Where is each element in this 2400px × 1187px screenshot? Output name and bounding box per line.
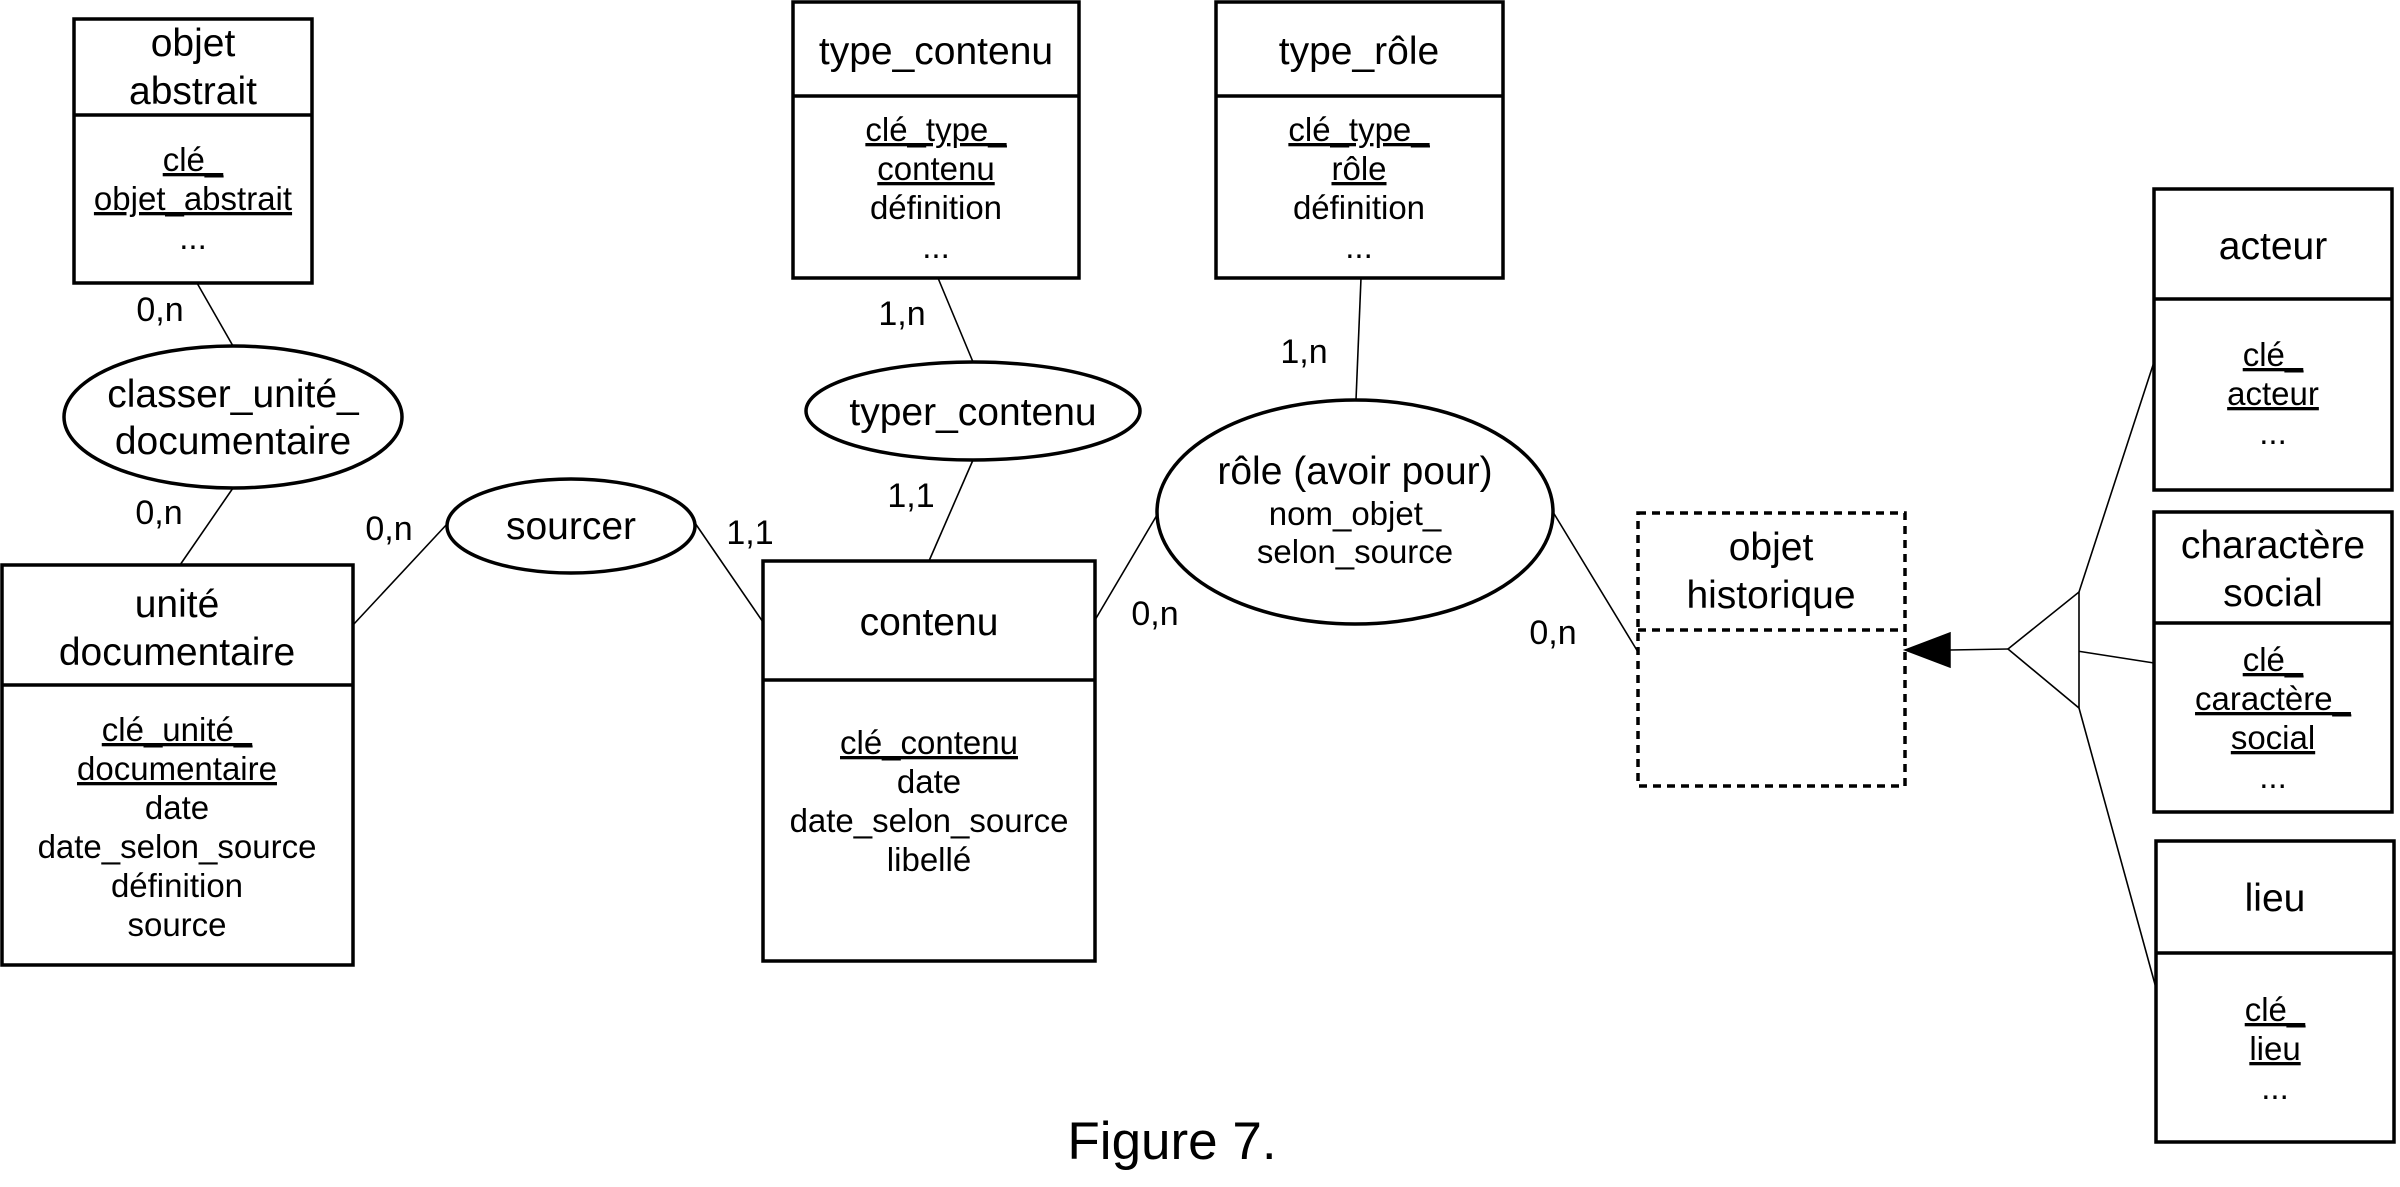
- card-type-role-role: 1,n: [1280, 333, 1327, 371]
- line-type-role-role: [1355, 277, 1362, 401]
- line-role-objet-historique: [1552, 511, 1639, 653]
- entity-contenu-attribute: libellé: [887, 841, 971, 878]
- line-unite-sourcer: [352, 522, 449, 626]
- card-contenu-role: 0,n: [1131, 595, 1178, 633]
- card-type-contenu-typer: 1,n: [878, 295, 925, 333]
- entity-type_contenu-attribute: définition: [870, 189, 1002, 226]
- entity-caractere_social-attribute: ...: [2259, 758, 2287, 795]
- association-classer-ellipse: [62, 344, 404, 490]
- association-typer-ellipse: [804, 360, 1142, 462]
- entity-boxes: [0, 0, 2396, 1144]
- entity-type-role-box: [1214, 0, 1505, 280]
- entity-caractere_social-key-line: clé_: [2243, 641, 2304, 678]
- entity-type_role-key-line: clé_type_: [1288, 111, 1430, 148]
- line-arrow-triangle: [1949, 648, 2009, 651]
- entity-acteur-key-line: acteur: [2227, 375, 2319, 412]
- entity-acteur-attribute: ...: [2259, 414, 2287, 451]
- entity-unite_documentaire-attribute: date: [145, 789, 209, 826]
- entity-objet-historique-box: [1636, 511, 1907, 788]
- entity-type_role-key-line: rôle: [1331, 150, 1386, 187]
- line-classer-unite: [179, 487, 234, 566]
- line-sourcer-contenu: [694, 522, 764, 623]
- entity-contenu-attribute: date: [897, 763, 961, 800]
- entity-objet_abstrait-title-line: objet: [151, 22, 236, 65]
- entity-caractere_social-title-line: charactère: [2181, 524, 2365, 567]
- cardinality-labels: 0,n 0,n 0,n 1,1 1,n 1,1 1,n 0,n 0,n: [135, 291, 1576, 652]
- entity-lieu-attribute: ...: [2261, 1069, 2289, 1106]
- entity-objet-abstrait-box: [72, 17, 314, 285]
- association-typer-title-line: typer_contenu: [849, 391, 1096, 434]
- card-objet-abstrait-classer: 0,n: [136, 291, 183, 329]
- entity-caractere-social-box: [2152, 510, 2394, 814]
- association-sourcer-title-line: sourcer: [506, 505, 636, 548]
- entity-lieu-box: [2154, 839, 2396, 1144]
- figure-caption: Figure 7.: [1067, 1112, 1276, 1171]
- line-triangle-caractere: [2076, 650, 2155, 664]
- entity-lieu-key-line: lieu: [2249, 1030, 2300, 1067]
- entity-caractere_social-key-line: caractère_: [2195, 680, 2352, 717]
- card-contenu-typer: 1,1: [887, 477, 934, 515]
- entity-unite_documentaire-title-line: documentaire: [59, 631, 295, 674]
- entity-lieu-title-line: lieu: [2245, 877, 2306, 920]
- entity-unite_documentaire-key-line: clé_unité_: [102, 711, 253, 748]
- entity-type-contenu-box: [791, 0, 1081, 280]
- entity-objet_abstrait-key-line: objet_abstrait: [94, 180, 292, 217]
- association-role-attribute: selon_source: [1257, 533, 1453, 570]
- entity-type_role-attribute: ...: [1345, 228, 1373, 265]
- association-classer-title-line: documentaire: [115, 420, 351, 463]
- entity-objet_abstrait-title-line: abstrait: [129, 70, 257, 113]
- entity-acteur-title-line: acteur: [2219, 225, 2327, 268]
- entity-acteur-key-line: clé_: [2243, 336, 2304, 373]
- triangle-icon: [2006, 590, 2080, 710]
- entity-acteur-box: [2152, 187, 2394, 492]
- entity-contenu-title-line: contenu: [860, 601, 999, 644]
- card-unite-classer: 0,n: [135, 494, 182, 532]
- entity-type_contenu-attribute: ...: [922, 228, 950, 265]
- entity-unite_documentaire-attribute: source: [127, 906, 226, 943]
- line-triangle-acteur: [2078, 361, 2155, 593]
- entity-objet_historique-title-line: historique: [1686, 574, 1855, 617]
- entity-type_contenu-key-line: clé_type_: [865, 111, 1007, 148]
- entity-unite_documentaire-key-line: documentaire: [77, 750, 277, 787]
- association-role-title-line: rôle (avoir pour): [1217, 450, 1492, 493]
- entity-type_role-title-line: type_rôle: [1279, 30, 1439, 73]
- card-unite-sourcer: 0,n: [365, 510, 412, 548]
- entity-objet_abstrait-key-line: clé_: [163, 141, 224, 178]
- diagram-labels: objetabstraitclé_objet_abstrait...type_c…: [38, 22, 2366, 1106]
- line-objet-abstrait-classer: [196, 282, 234, 347]
- entity-unite_documentaire-attribute: date_selon_source: [38, 828, 317, 865]
- entity-unite_documentaire-attribute: définition: [111, 867, 243, 904]
- entity-type_contenu-key-line: contenu: [877, 150, 994, 187]
- association-role-attribute: nom_objet_: [1269, 495, 1442, 532]
- entity-unite-documentaire-box: [0, 563, 355, 967]
- entity-contenu-attribute: date_selon_source: [790, 802, 1069, 839]
- entity-unite_documentaire-title-line: unité: [135, 583, 220, 626]
- entity-type_role-attribute: définition: [1293, 189, 1425, 226]
- entity-contenu-box: [761, 559, 1097, 963]
- line-typer-contenu: [928, 459, 974, 562]
- entity-type_contenu-title-line: type_contenu: [819, 30, 1053, 73]
- association-ellipses: [62, 344, 1555, 626]
- association-role-ellipse: [1155, 398, 1555, 626]
- card-objet-historique-role: 0,n: [1529, 614, 1576, 652]
- line-contenu-role: [1094, 514, 1158, 621]
- entity-caractere_social-title-line: social: [2223, 572, 2323, 615]
- association-classer-title-line: classer_unité_: [107, 373, 360, 416]
- association-sourcer-ellipse: [445, 477, 697, 575]
- entity-contenu-key-line: clé_contenu: [840, 724, 1018, 761]
- line-type-contenu-typer: [937, 277, 974, 363]
- entity-objet_abstrait-attribute: ...: [179, 219, 207, 256]
- generalization-symbol: [1902, 590, 2080, 710]
- entity-objet_historique-title-line: objet: [1729, 526, 1814, 569]
- entity-lieu-key-line: clé_: [2245, 991, 2306, 1028]
- line-triangle-lieu: [2078, 707, 2157, 989]
- card-contenu-sourcer: 1,1: [726, 514, 773, 552]
- arrowhead-icon: [1902, 631, 1951, 669]
- entity-caractere_social-key-line: social: [2231, 719, 2315, 756]
- connector-lines: [179, 277, 2157, 989]
